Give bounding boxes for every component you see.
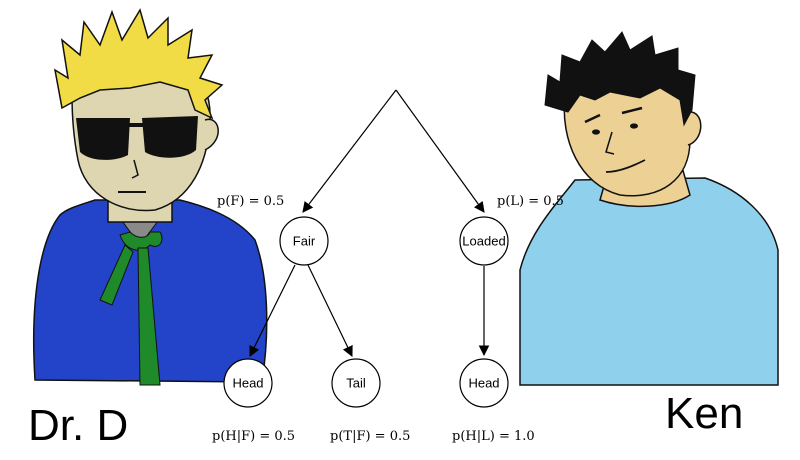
ken-name: Ken — [665, 389, 743, 438]
prob-fair: p(F) = 0.5 — [217, 194, 284, 209]
node-fair-label: Fair — [293, 234, 316, 249]
edge-fair-to-tail — [307, 264, 353, 357]
prob-tail-given-fair: p(T|F) = 0.5 — [330, 429, 410, 444]
node-head-fair: Head — [223, 358, 273, 408]
dr-d-illustration — [33, 8, 268, 386]
node-tail-fair: Tail — [331, 358, 381, 408]
edge-root-to-loaded — [395, 89, 485, 213]
ken-illustration — [519, 31, 779, 386]
node-head-loaded-label: Head — [468, 376, 499, 391]
node-head-fair-label: Head — [232, 376, 263, 391]
node-loaded: Loaded — [459, 216, 509, 266]
prob-loaded: p(L) = 0.5 — [497, 194, 564, 209]
node-head-loaded: Head — [459, 358, 509, 408]
edge-fair-to-head — [249, 264, 296, 357]
prob-head-given-fair: p(H|F) = 0.5 — [212, 429, 295, 444]
dr-d-name: Dr. D — [28, 401, 128, 450]
node-fair: Fair — [279, 216, 329, 266]
edge-root-to-fair — [302, 89, 397, 213]
node-loaded-label: Loaded — [462, 234, 505, 249]
prob-head-given-loaded: p(H|L) = 1.0 — [452, 429, 535, 444]
node-tail-fair-label: Tail — [346, 376, 366, 391]
tree-edges — [249, 89, 490, 357]
